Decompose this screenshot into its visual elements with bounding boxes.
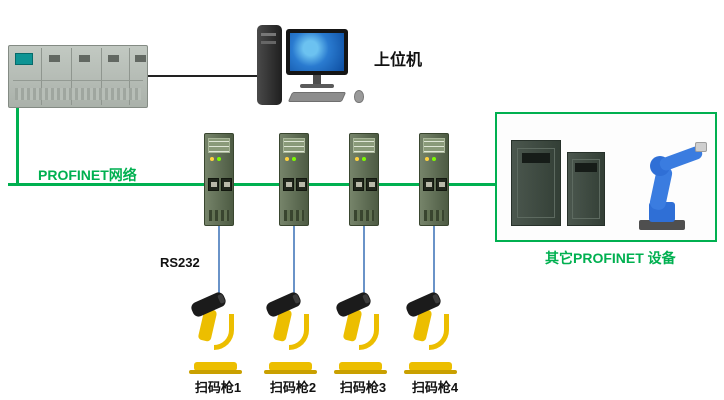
plc-vent (15, 88, 141, 100)
gateway-nameplate (208, 138, 230, 153)
robot-arm (623, 142, 707, 230)
plc-groove (13, 80, 143, 81)
ethernet-port (353, 178, 364, 191)
other-devices-box (495, 112, 717, 242)
plc-network-drop-line (16, 108, 19, 184)
scanner-foot (404, 370, 457, 374)
cabinet-door (516, 147, 556, 219)
ethernet-port (423, 178, 434, 191)
rs232-line-2 (293, 226, 295, 304)
status-led (217, 157, 221, 161)
gateway-module-1 (204, 133, 234, 226)
terminal-block (209, 210, 229, 221)
rs232-label: RS232 (160, 255, 200, 270)
status-led (425, 157, 429, 161)
status-led (285, 157, 289, 161)
scanner-base (269, 362, 312, 371)
scanner-stand (429, 314, 449, 350)
rs232-line-4 (433, 226, 435, 304)
ethernet-port (208, 178, 219, 191)
ethernet-ports (208, 178, 232, 191)
ethernet-ports (283, 178, 307, 191)
ethernet-port (366, 178, 377, 191)
status-led (432, 157, 436, 161)
plc-module-port (135, 55, 146, 62)
cabinet-door (571, 158, 601, 220)
terminal-block (284, 210, 304, 221)
scanner-base (194, 362, 237, 371)
scanner-base (409, 362, 452, 371)
control-cabinet (511, 140, 561, 226)
monitor-screen (290, 33, 344, 71)
control-cabinet (567, 152, 605, 226)
status-led (292, 157, 296, 161)
plc-module-divider (41, 48, 42, 105)
scanner-foot (334, 370, 387, 374)
tower-drive-slot (261, 33, 276, 36)
scanner-base (339, 362, 382, 371)
ethernet-port (296, 178, 307, 191)
keyboard (287, 92, 347, 102)
barcode-scanner-4 (401, 290, 465, 374)
robot-base (639, 220, 685, 230)
plc-module-port (79, 55, 90, 62)
robot-wrist (695, 142, 707, 152)
cabinet-panel (575, 163, 597, 172)
profinet-network-label: PROFINET网络 (38, 167, 137, 183)
terminal-block (424, 210, 444, 221)
other-devices-label: 其它PROFINET 设备 (545, 250, 676, 266)
tower-drive-slot (261, 41, 276, 44)
plc-module-divider (129, 48, 130, 105)
barcode-scanner-2 (261, 290, 325, 374)
plc-module-divider (71, 48, 72, 105)
plc-display (15, 53, 33, 65)
scanner-label-1: 扫码枪1 (194, 380, 242, 395)
gateway-nameplate (353, 138, 375, 153)
scanner-label-4: 扫码枪4 (411, 380, 459, 395)
monitor-stand (313, 75, 321, 84)
ethernet-ports (353, 178, 377, 191)
barcode-scanner-1 (186, 290, 250, 374)
ethernet-port (283, 178, 294, 191)
monitor-base (300, 84, 334, 88)
ethernet-port (436, 178, 447, 191)
ethernet-port (221, 178, 232, 191)
host-monitor (286, 29, 348, 75)
plc-module-port (108, 55, 119, 62)
plc-module-divider (101, 48, 102, 105)
scanner-label-2: 扫码枪2 (269, 380, 317, 395)
scanner-stand (214, 314, 234, 350)
status-led (210, 157, 214, 161)
host-tower (257, 25, 282, 105)
plc-host-cable (148, 75, 257, 77)
status-led (355, 157, 359, 161)
terminal-block (354, 210, 374, 221)
gateway-module-2 (279, 133, 309, 226)
rs232-line-1 (218, 226, 220, 304)
ethernet-ports (423, 178, 447, 191)
plc-module-port (49, 55, 60, 62)
plc-device (8, 45, 148, 108)
status-led (362, 157, 366, 161)
gateway-nameplate (423, 138, 445, 153)
gateway-nameplate (283, 138, 305, 153)
barcode-scanner-3 (331, 290, 395, 374)
gateway-module-3 (349, 133, 379, 226)
rs232-line-3 (363, 226, 365, 304)
cabinet-panel (521, 152, 551, 163)
scanner-foot (189, 370, 242, 374)
scanner-label-3: 扫码枪3 (339, 380, 387, 395)
mouse (354, 90, 364, 103)
host-label: 上位机 (374, 52, 423, 69)
gateway-module-4 (419, 133, 449, 226)
scanner-foot (264, 370, 317, 374)
scanner-stand (359, 314, 379, 350)
profinet-trunk-line (8, 183, 495, 186)
scanner-stand (289, 314, 309, 350)
